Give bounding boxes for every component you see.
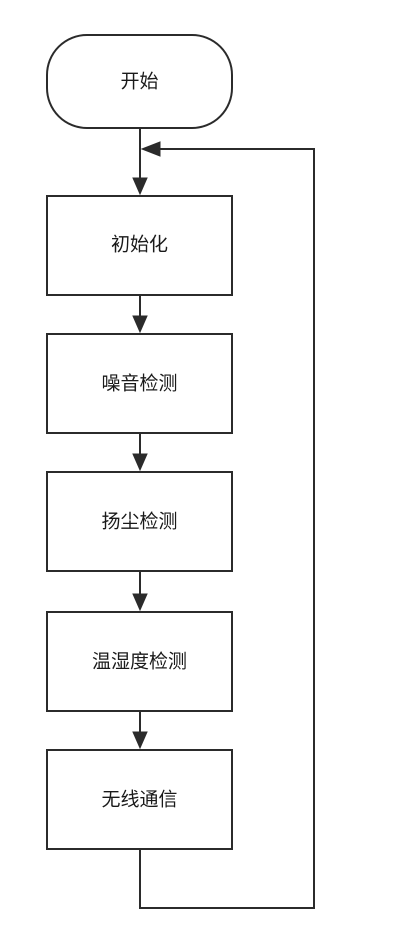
edge-loop-back-line bbox=[139, 148, 315, 909]
step-wireless: 无线通信 bbox=[46, 749, 233, 850]
edge-loop-back-arrow bbox=[140, 141, 161, 157]
step-dust-box bbox=[46, 471, 233, 572]
step-noise-box bbox=[46, 333, 233, 434]
edge-start-to-init bbox=[132, 128, 148, 196]
edge-noise-to-dust-arrow bbox=[132, 453, 148, 472]
edge-dust-to-temp-humidity bbox=[132, 571, 148, 612]
edge-noise-to-dust bbox=[132, 433, 148, 472]
edge-init-to-noise bbox=[132, 295, 148, 334]
step-noise-label: 噪音检测 bbox=[101, 373, 177, 395]
step-dust-label: 扬尘检测 bbox=[101, 511, 177, 533]
edge-dust-to-temp-humidity-arrow bbox=[132, 593, 148, 612]
edge-loop-back bbox=[139, 141, 315, 909]
step-temp-humidity-label: 温湿度检测 bbox=[92, 651, 187, 673]
start-label: 开始 bbox=[120, 71, 158, 93]
step-temp-humidity: 温湿度检测 bbox=[46, 611, 233, 712]
step-dust: 扬尘检测 bbox=[46, 471, 233, 572]
step-init-box bbox=[46, 195, 233, 296]
step-wireless-label: 无线通信 bbox=[101, 789, 177, 811]
edge-start-to-init-arrow bbox=[132, 177, 148, 196]
start-node: 开始 bbox=[46, 34, 233, 129]
step-init-label: 初始化 bbox=[111, 234, 168, 256]
edge-temp-humidity-to-wireless bbox=[132, 711, 148, 750]
edge-init-to-noise-arrow bbox=[132, 315, 148, 334]
step-init: 初始化 bbox=[46, 195, 233, 296]
edge-temp-humidity-to-wireless-arrow bbox=[132, 731, 148, 750]
step-noise: 噪音检测 bbox=[46, 333, 233, 434]
